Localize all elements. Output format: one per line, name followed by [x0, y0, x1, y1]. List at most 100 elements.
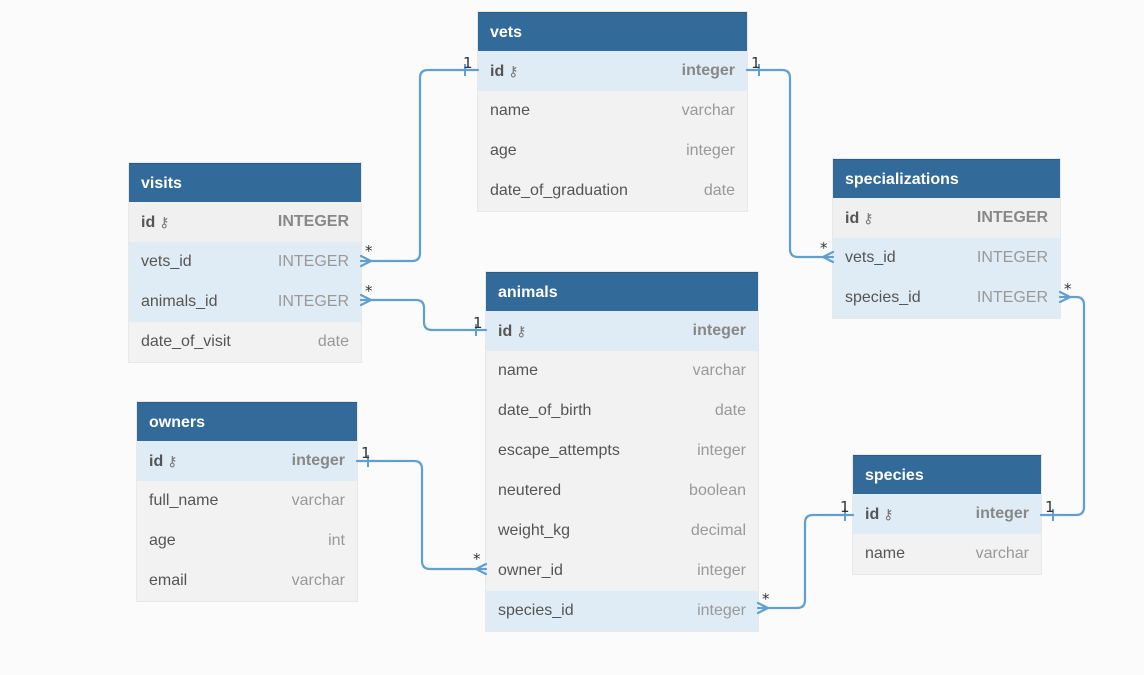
column-type: integer	[681, 62, 735, 79]
table-title[interactable]: animals	[486, 272, 758, 311]
table-row[interactable]: full_name varchar	[137, 481, 357, 521]
column-name: escape_attempts	[498, 442, 620, 459]
table-row[interactable]: date_of_graduation date	[478, 171, 747, 211]
table-title[interactable]: visits	[129, 163, 361, 202]
column-name: vets_id	[141, 253, 192, 270]
table-row[interactable]: age int	[137, 521, 357, 561]
table-visits[interactable]: visits id⚷ INTEGER vets_id INTEGER anima…	[129, 163, 361, 362]
column-type: INTEGER	[277, 213, 349, 230]
cardinality-many: *	[365, 242, 373, 260]
relationship-visits-animals[interactable]: 1 *	[359, 282, 488, 336]
column-name: id	[845, 209, 860, 227]
column-type: boolean	[689, 482, 746, 499]
cardinality-many: *	[820, 239, 828, 257]
column-type: integer	[686, 142, 735, 159]
column-name: date_of_birth	[498, 402, 592, 419]
table-row[interactable]: escape_attempts integer	[486, 431, 758, 471]
table-row[interactable]: name varchar	[478, 91, 747, 131]
column-type: date	[317, 333, 349, 350]
column-type: INTEGER	[976, 249, 1048, 266]
table-row[interactable]: animals_id INTEGER	[129, 282, 361, 322]
table-row[interactable]: date_of_visit date	[129, 322, 361, 362]
relationship-animals-species[interactable]: 1 *	[756, 498, 855, 615]
column-type: varchar	[291, 492, 345, 509]
table-row[interactable]: email varchar	[137, 561, 357, 601]
table-row[interactable]: id⚷ INTEGER	[129, 202, 361, 242]
column-name: id	[498, 322, 513, 340]
table-row[interactable]: species_id integer	[486, 591, 758, 631]
key-icon: ⚷	[863, 209, 874, 226]
table-title[interactable]: vets	[478, 12, 747, 51]
column-name: species_id	[498, 602, 574, 619]
column-type: INTEGER	[277, 253, 349, 270]
table-animals[interactable]: animals id⚷ integer name varchar date_of…	[486, 272, 758, 631]
column-type: integer	[692, 322, 746, 339]
table-title[interactable]: specializations	[833, 159, 1060, 198]
relationship-visits-vets[interactable]: 1 *	[359, 54, 480, 268]
column-type: varchar	[291, 572, 345, 589]
table-row[interactable]: id⚷ INTEGER	[833, 198, 1060, 238]
column-type: varchar	[692, 362, 746, 379]
column-type: integer	[697, 442, 746, 459]
column-name: neutered	[498, 482, 562, 499]
column-name: vets_id	[845, 249, 896, 266]
table-row[interactable]: id⚷ integer	[853, 494, 1041, 534]
column-type: integer	[975, 505, 1029, 522]
column-name: animals_id	[141, 293, 218, 310]
table-title[interactable]: species	[853, 455, 1041, 494]
table-row[interactable]: id⚷ integer	[486, 311, 758, 351]
column-type: integer	[291, 452, 345, 469]
column-type: date	[714, 402, 746, 419]
column-type: INTEGER	[976, 209, 1048, 226]
column-name: weight_kg	[498, 522, 571, 539]
table-title[interactable]: owners	[137, 402, 357, 441]
column-type: INTEGER	[976, 289, 1048, 306]
column-type: integer	[697, 562, 746, 579]
cardinality-one: 1	[751, 54, 761, 72]
cardinality-many: *	[762, 590, 770, 608]
table-row[interactable]: owner_id integer	[486, 551, 758, 591]
table-row[interactable]: name varchar	[486, 351, 758, 391]
column-type: varchar	[681, 102, 735, 119]
column-type: varchar	[975, 545, 1029, 562]
column-name: age	[149, 532, 176, 549]
cardinality-many: *	[365, 282, 373, 300]
table-row[interactable]: name varchar	[853, 534, 1041, 574]
table-row[interactable]: species_id INTEGER	[833, 278, 1060, 318]
column-name: id	[490, 62, 505, 80]
table-owners[interactable]: owners id⚷ integer full_name varchar age…	[137, 402, 357, 601]
cardinality-many: *	[1064, 280, 1072, 298]
table-species[interactable]: species id⚷ integer name varchar	[853, 455, 1041, 574]
column-type: decimal	[690, 522, 746, 539]
relationship-specializations-vets[interactable]: 1 *	[745, 54, 835, 264]
cardinality-one: 1	[361, 444, 371, 462]
table-row[interactable]: vets_id INTEGER	[833, 238, 1060, 278]
table-row[interactable]: id⚷ integer	[137, 441, 357, 481]
table-row[interactable]: neutered boolean	[486, 471, 758, 511]
relationship-animals-owners[interactable]: 1 *	[355, 444, 488, 576]
table-row[interactable]: date_of_birth date	[486, 391, 758, 431]
column-name: id	[141, 213, 156, 231]
cardinality-one: 1	[463, 54, 473, 72]
column-name: date_of_graduation	[490, 182, 628, 199]
cardinality-one: 1	[473, 314, 483, 332]
table-row[interactable]: id⚷ integer	[478, 51, 747, 91]
key-icon: ⚷	[516, 322, 527, 339]
table-specializations[interactable]: specializations id⚷ INTEGER vets_id INTE…	[833, 159, 1060, 318]
table-row[interactable]: vets_id INTEGER	[129, 242, 361, 282]
key-icon: ⚷	[159, 213, 170, 230]
column-name: email	[149, 572, 188, 589]
table-row[interactable]: age integer	[478, 131, 747, 171]
column-name: age	[490, 142, 517, 159]
key-icon: ⚷	[508, 62, 519, 79]
table-vets[interactable]: vets id⚷ integer name varchar age intege…	[478, 12, 747, 211]
cardinality-one: 1	[1045, 498, 1055, 516]
column-type: int	[328, 532, 345, 549]
column-name: date_of_visit	[141, 333, 231, 350]
column-name: full_name	[149, 492, 219, 509]
table-row[interactable]: weight_kg decimal	[486, 511, 758, 551]
column-name: name	[498, 362, 539, 379]
cardinality-many: *	[473, 550, 481, 568]
column-name: id	[865, 505, 880, 523]
